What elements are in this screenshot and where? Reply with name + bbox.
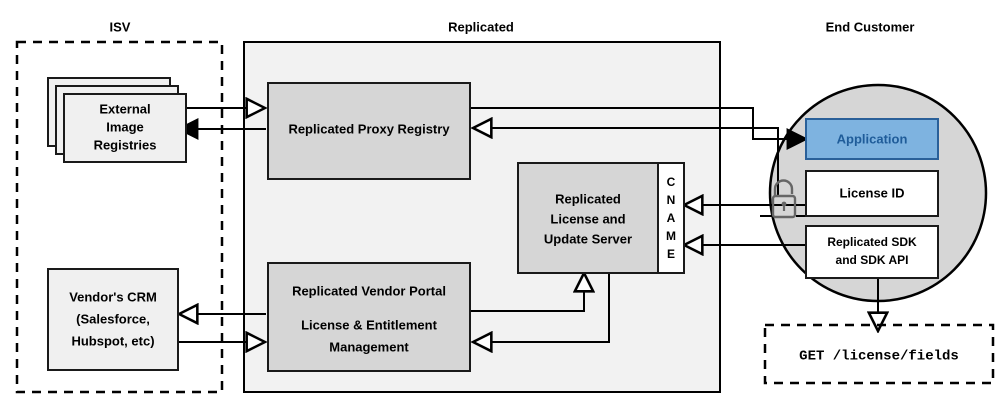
open-padlock-icon [771,179,797,219]
vendors-crm-box [47,268,179,371]
vendor-portal-label-line4: Management [329,339,409,354]
external-image-registries-label-line1: External [99,101,150,116]
application-box [805,118,939,160]
replicated-proxy-registry-label: Replicated Proxy Registry [288,121,450,136]
zone-title-replicated: Replicated [448,19,514,34]
cname-letter-e: E [667,247,675,261]
node-cname-strip[interactable]: C N A M E [657,162,685,274]
vendors-crm-label-line2: (Salesforce, [76,311,150,326]
cname-strip-box [657,162,685,274]
connector-application-to-proxy-registry [473,128,779,196]
replicated-vendor-portal-box [267,262,471,372]
cname-letter-m: M [666,229,676,243]
node-application[interactable]: Application [805,118,939,160]
application-label: Application [837,131,908,146]
replicated-proxy-registry-box [267,82,471,180]
license-update-server-box [517,162,659,274]
external-image-registries-label-line2: Image [106,119,144,134]
license-id-box [805,170,939,217]
license-id-label: License ID [839,185,904,200]
zone-title-isv: ISV [110,19,131,34]
replicated-sdk-label-line1: Replicated SDK [827,235,917,249]
zone-title-end-customer: End Customer [826,19,915,34]
vendors-crm-label-line3: Hubspot, etc) [71,333,154,348]
replicated-sdk-label-line2: and SDK API [836,253,909,267]
vendor-portal-label-line1: Replicated Vendor Portal [292,283,446,298]
external-image-registries-label-line3: Registries [94,137,157,152]
license-update-server-label-line3: Update Server [544,231,632,246]
node-external-image-registries[interactable]: External Image Registries [47,77,187,163]
replicated-sdk-box [805,225,939,279]
cname-letter-a: A [667,211,676,225]
vendor-portal-label-line3: License & Entitlement [301,317,437,332]
api-request-label: GET /license/fields [799,349,959,365]
license-update-server-label-line2: License and [550,211,625,226]
external-image-registries-front [63,93,187,163]
node-api-request[interactable]: GET /license/fields [763,323,995,385]
connector-proxy-registry-to-application [470,107,806,139]
cname-letter-c: C [667,175,676,189]
node-vendors-crm[interactable]: Vendor's CRM (Salesforce, Hubspot, etc) [47,268,179,371]
vendors-crm-label-line1: Vendor's CRM [69,289,157,304]
node-replicated-sdk[interactable]: Replicated SDK and SDK API [805,225,939,279]
node-replicated-proxy-registry[interactable]: Replicated Proxy Registry [267,82,471,180]
license-update-server-label-line1: Replicated [555,191,621,206]
node-replicated-vendor-portal[interactable]: Replicated Vendor Portal License & Entit… [267,262,471,372]
api-request-dashed-box [763,323,995,385]
connector-vendor-portal-to-license-server [470,273,584,312]
node-license-id[interactable]: License ID [805,170,939,217]
node-license-and-update-server[interactable]: Replicated License and Update Server [517,162,659,274]
cname-letter-n: N [667,193,676,207]
zone-boundary-isv [15,40,224,394]
connector-license-server-to-vendor-portal [473,273,610,342]
